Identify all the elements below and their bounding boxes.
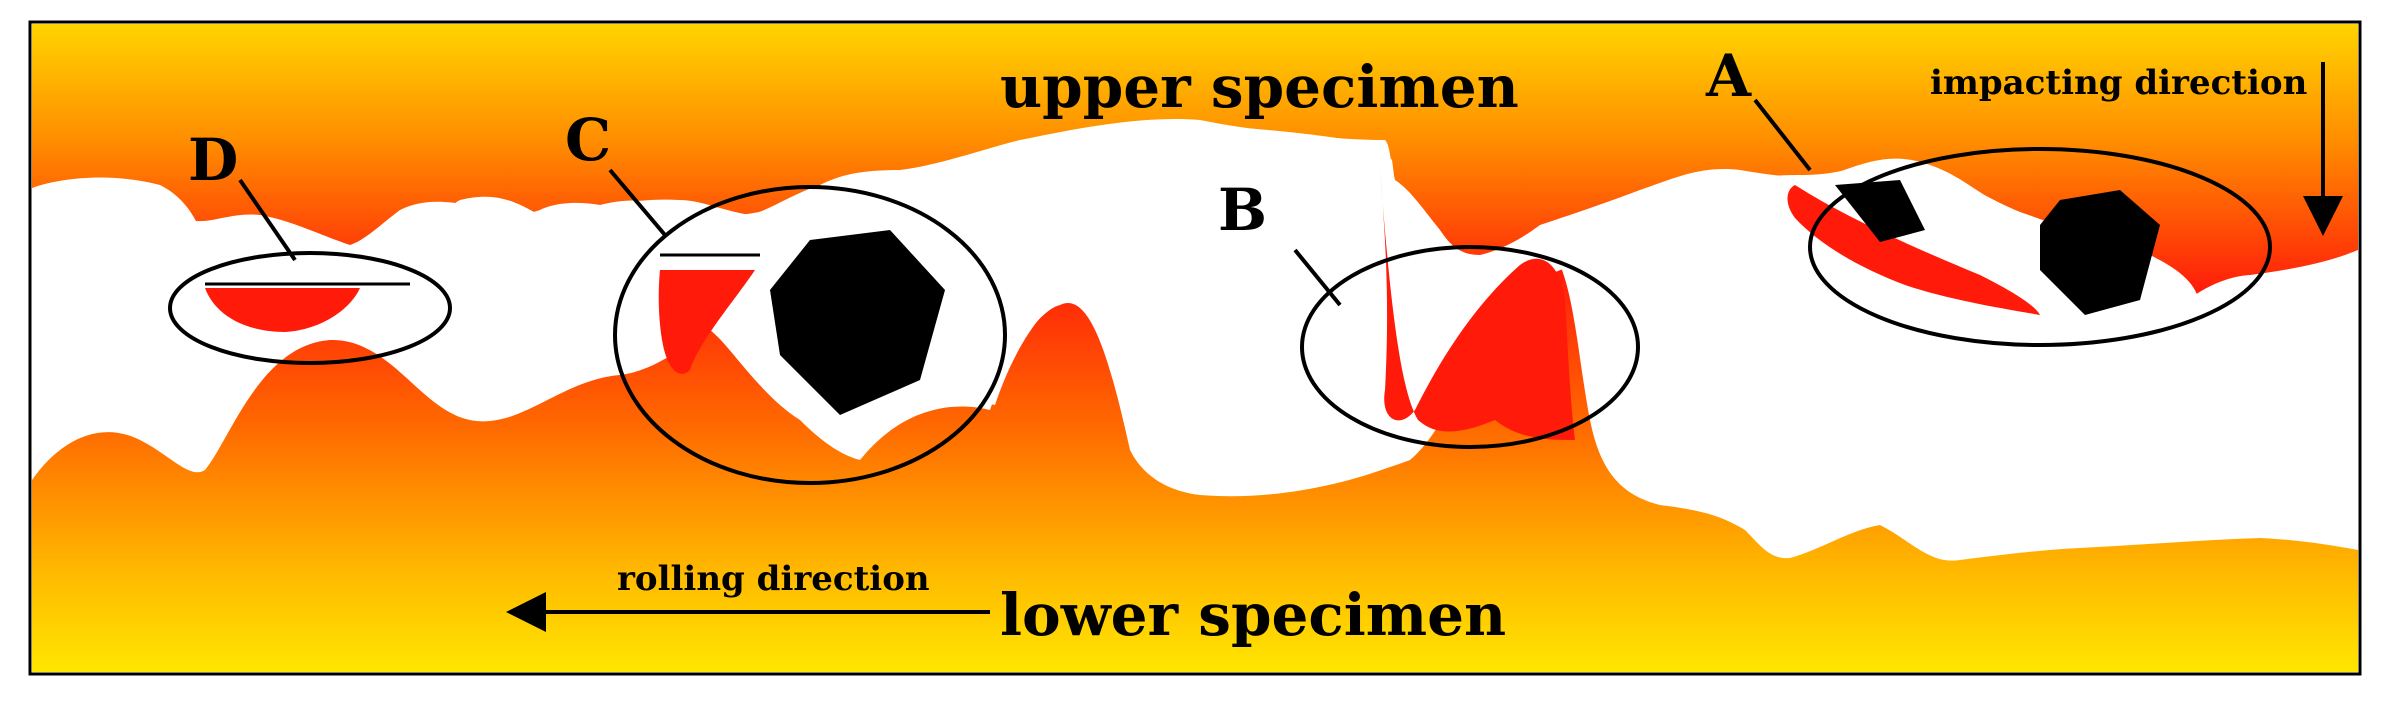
hard-particle-c[interactable] — [770, 230, 945, 415]
highlight-ellipse-d — [168, 251, 452, 365]
highlight-ellipse-a — [1808, 147, 2272, 347]
impacting-direction-label: impacting direction — [1930, 63, 2307, 103]
debris-fragment-a — [1787, 185, 2040, 315]
leader-line-b — [1293, 248, 1342, 307]
leader-line-a — [1753, 98, 1812, 172]
lower-specimen-label: lower specimen — [1000, 581, 1506, 649]
upper-specimen-label: upper specimen — [1000, 53, 1519, 121]
marker-a: A — [1705, 42, 1752, 110]
rolling-direction-label: rolling direction — [617, 559, 930, 599]
lower-specimen-body — [32, 265, 2358, 672]
deformed-tongue-b — [1380, 170, 1575, 440]
leader-line-c — [608, 168, 667, 237]
highlight-ellipse-b — [1300, 245, 1640, 449]
marker-d: D — [188, 126, 238, 194]
hard-particle-a-large[interactable] — [2040, 190, 2160, 315]
hard-particle-a-small[interactable] — [1835, 180, 1925, 242]
upper-specimen-body — [32, 24, 2358, 295]
highlight-ellipse-c — [613, 185, 1007, 485]
marker-b: B — [1218, 176, 1267, 244]
gap-region — [32, 125, 2358, 557]
marker-c: C — [565, 106, 611, 174]
leader-line-d — [238, 178, 297, 262]
debris-fragment-d — [205, 288, 360, 332]
debris-fragment-c — [658, 270, 755, 374]
